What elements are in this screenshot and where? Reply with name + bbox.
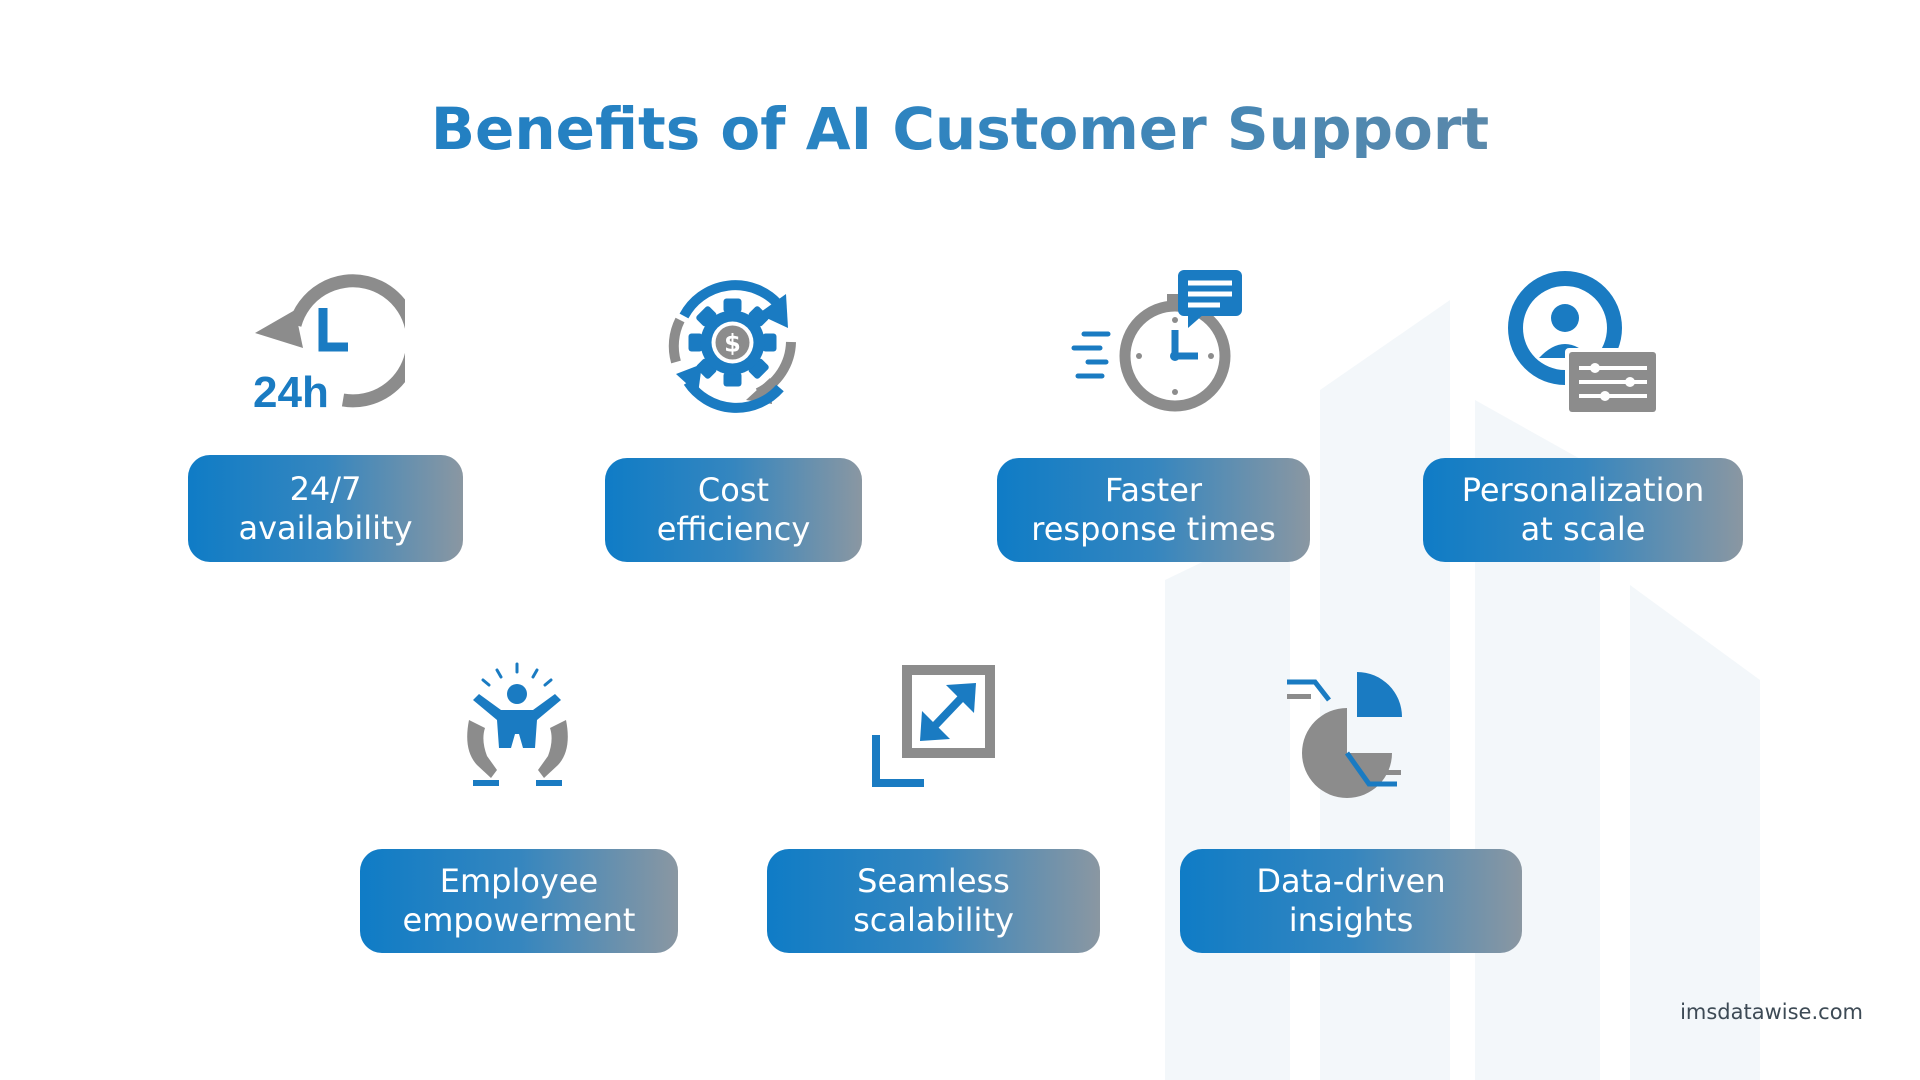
benefit-pill-availability: 24/7 availability [188,455,463,562]
benefit-pill-seamless-scalability: Seamless scalability [767,849,1100,953]
expand-arrows-icon [870,665,995,790]
svg-text:$: $ [724,330,741,358]
benefit-pill-cost-efficiency: Cost efficiency [605,458,862,562]
pie-chart-icon [1285,670,1415,800]
clock-24h-icon: 24h [245,270,405,415]
page-title: Benefits of AI Customer Support [0,100,1920,158]
benefit-pill-personalization: Personalization at scale [1423,458,1743,562]
user-settings-icon [1505,268,1660,416]
benefit-pill-data-driven-insights: Data-driven insights [1180,849,1522,953]
benefit-pill-faster-response: Faster response times [997,458,1310,562]
brand-label: imsdatawise.com [1680,1000,1863,1024]
clock-24h-label: 24h [253,368,329,415]
benefit-pill-employee-empowerment: Employee empowerment [360,849,678,953]
stopwatch-chat-icon [1070,268,1245,418]
hands-person-icon [455,660,580,790]
gear-dollar-cycle-icon: $ [660,270,805,415]
